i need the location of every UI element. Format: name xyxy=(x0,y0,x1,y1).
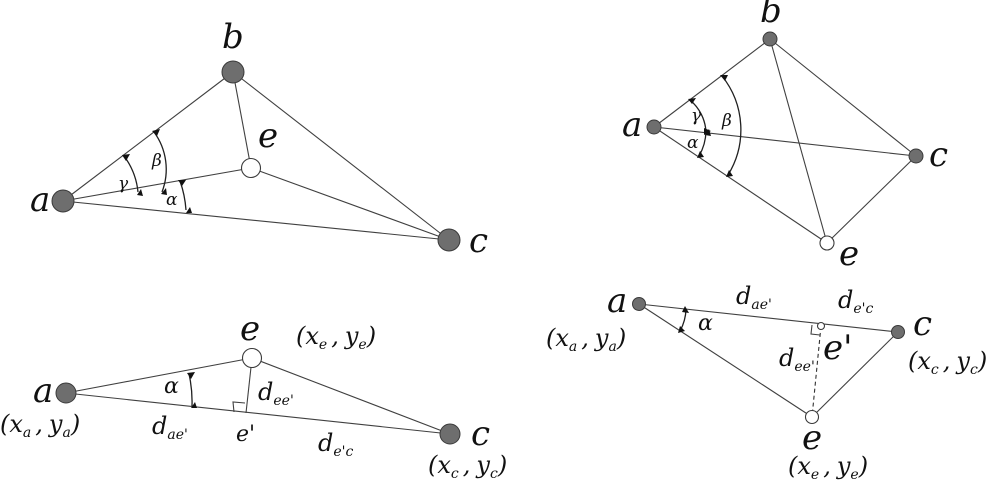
edge-be xyxy=(232,71,252,169)
panel-top-right: b a c e γ β α xyxy=(622,0,948,274)
label-e-prime: e' xyxy=(823,328,852,368)
edge-ae xyxy=(62,167,252,202)
arrowhead xyxy=(704,128,711,135)
node-a xyxy=(646,119,662,135)
arrowhead xyxy=(187,372,195,379)
edge-ec xyxy=(251,357,451,435)
node-e-prime xyxy=(816,321,826,331)
edge-ac xyxy=(653,126,917,157)
node-e xyxy=(804,409,820,425)
edge-ec xyxy=(250,167,450,241)
node-a xyxy=(632,297,646,311)
right-angle-marker xyxy=(810,324,821,336)
edge-bc xyxy=(232,71,450,241)
angle-label-alpha: α xyxy=(164,374,179,399)
angle-arc-beta xyxy=(721,75,742,176)
label-e-prime: e' xyxy=(236,422,255,447)
edge-ac xyxy=(62,200,450,241)
edge-ce xyxy=(826,155,917,244)
perpendicular-ee-prime xyxy=(811,325,822,418)
node-e xyxy=(819,235,835,251)
panel-bottom-left: a c e e' α dee' dae' de'c (xe,ye) (xa,ya… xyxy=(0,309,507,482)
label-a: a xyxy=(33,371,53,411)
label-a: a xyxy=(622,105,642,145)
coord-label-c: (xc,yc) xyxy=(428,451,507,482)
panel-bottom-right: a c e e' α dae' de'c dee' (xa,ya) (xc,yc… xyxy=(546,281,987,483)
distance-label-d-ee: dee' xyxy=(779,344,815,375)
angle-arc-alpha xyxy=(179,180,187,211)
arrowhead xyxy=(186,207,192,213)
node-c xyxy=(908,148,924,164)
distance-label-d-ec: de'c xyxy=(838,286,874,317)
edge-ac xyxy=(65,392,451,435)
coord-label-e: (xe,ye) xyxy=(296,322,376,353)
arrowhead xyxy=(682,306,689,313)
edge-bc xyxy=(769,38,917,157)
edge-ab xyxy=(62,71,234,202)
arrowhead xyxy=(178,180,186,186)
node-b xyxy=(221,60,245,84)
angle-label-beta: β xyxy=(721,111,732,131)
label-e: e xyxy=(839,234,859,274)
angle-label-alpha: α xyxy=(698,311,713,336)
label-e: e xyxy=(802,418,822,458)
arrowhead xyxy=(678,326,685,333)
angle-label-alpha: α xyxy=(687,133,699,153)
node-a xyxy=(55,382,77,404)
distance-label-d-ae: dae' xyxy=(152,412,188,443)
label-a: a xyxy=(30,180,50,220)
angle-label-alpha: α xyxy=(166,190,178,210)
arrowhead xyxy=(697,151,704,158)
node-c xyxy=(437,228,461,252)
node-b xyxy=(762,31,778,47)
angle-label-gamma: γ xyxy=(691,106,702,126)
arrowhead xyxy=(720,75,728,81)
label-c: c xyxy=(469,221,488,261)
angle-arc-beta xyxy=(153,131,167,193)
label-c: c xyxy=(913,304,932,344)
distance-label-d-ae: dae' xyxy=(736,282,772,313)
node-c xyxy=(891,325,905,339)
coord-label-c: (xc,yc) xyxy=(908,347,987,378)
distance-label-d-ec: de'c xyxy=(318,429,354,460)
panel-top-left: b a c e β γ α xyxy=(30,17,488,261)
label-e: e xyxy=(240,309,260,349)
label-b: b xyxy=(760,0,782,31)
distance-label-d-ee: dee' xyxy=(258,378,294,409)
node-c xyxy=(439,423,461,445)
node-e xyxy=(240,157,262,179)
edge-be xyxy=(769,38,828,244)
arrowhead xyxy=(152,129,160,136)
arrowhead xyxy=(137,189,143,196)
arrowhead xyxy=(726,170,733,177)
node-e xyxy=(241,347,263,369)
edge-ab xyxy=(653,38,771,128)
arrowhead xyxy=(161,188,167,195)
edge-ac xyxy=(638,303,899,333)
label-c: c xyxy=(929,135,948,175)
edge-ae xyxy=(653,126,828,244)
angle-arc-alpha xyxy=(188,373,193,407)
node-a xyxy=(51,189,75,213)
edge-ce xyxy=(811,331,899,418)
coord-label-a: (xa,ya) xyxy=(546,324,626,355)
arrowhead xyxy=(688,98,696,104)
edge-ae xyxy=(65,357,253,394)
label-a: a xyxy=(607,281,627,321)
label-e: e xyxy=(258,116,278,156)
angle-label-gamma: γ xyxy=(118,174,129,194)
coord-label-e: (xe,ye) xyxy=(788,452,868,483)
right-angle-marker xyxy=(232,401,246,413)
label-b: b xyxy=(222,17,244,57)
arrowhead xyxy=(191,402,197,408)
label-c: c xyxy=(471,414,490,454)
arrowhead xyxy=(122,154,130,161)
edge-ae xyxy=(638,303,813,418)
angle-label-beta: β xyxy=(151,151,162,171)
coord-label-a: (xa,ya) xyxy=(0,410,80,441)
